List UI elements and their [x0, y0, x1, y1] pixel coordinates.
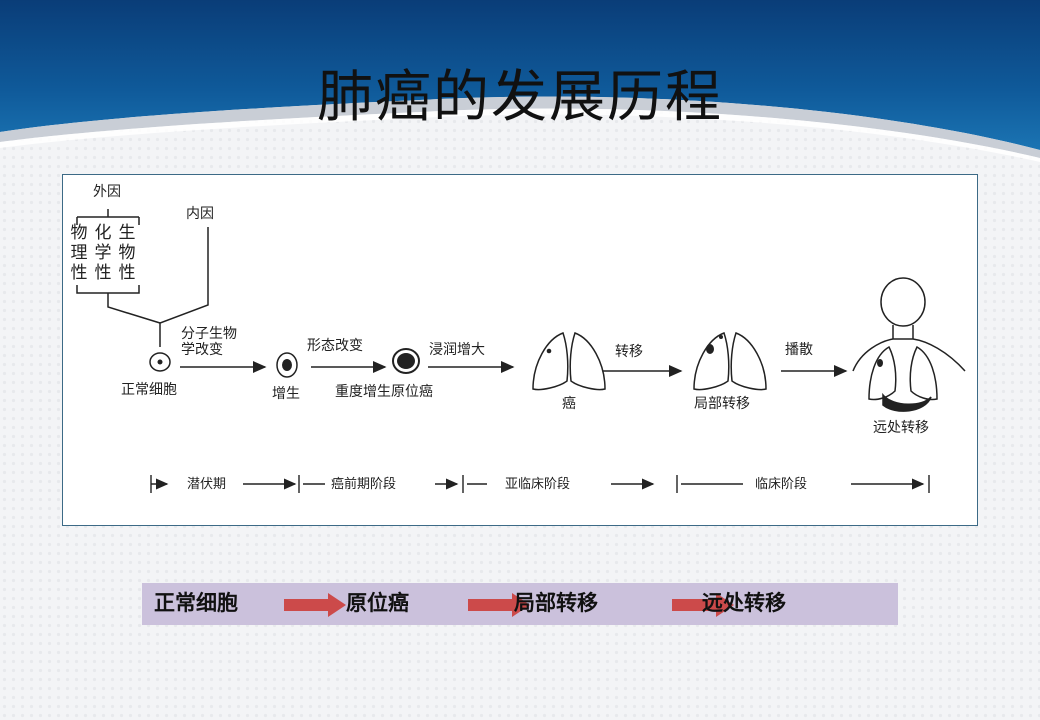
phase-subclinical: 亚临床阶段 [505, 477, 571, 492]
normal-cell-icon [149, 352, 171, 372]
label-molecular-change-1: 分子生物 [181, 326, 237, 342]
label-cancer: 癌 [562, 396, 576, 412]
label-metastasis: 转移 [615, 344, 643, 360]
torso-distant-metastasis-icon [852, 277, 966, 412]
label-morph-change: 形态改变 [307, 338, 363, 354]
label-biological-factor: 生物性 [118, 223, 136, 283]
summary-stage-carcinoma-in-situ: 原位癌 [346, 591, 409, 615]
label-local-metastasis: 局部转移 [694, 396, 750, 412]
phase-clinical: 临床阶段 [755, 477, 808, 492]
lungs-local-metastasis-icon [693, 332, 767, 391]
label-internal-cause: 内因 [186, 206, 214, 222]
stage-summary-bar: 正常细胞 原位癌 局部转移 远处转移 [142, 583, 898, 625]
hyperplasia-cell-icon [276, 352, 298, 378]
slide-title: 肺癌的发展历程 [317, 65, 723, 130]
lungs-cancer-icon [532, 332, 606, 391]
label-physical-factor: 物理性 [70, 223, 88, 283]
summary-stage-distant-metastasis: 远处转移 [702, 591, 786, 615]
label-chemical-factor: 化学性 [94, 223, 112, 283]
carcinoma-in-situ-cell-icon [392, 348, 420, 374]
phase-latent: 潜伏期 [187, 477, 227, 492]
right-arrow-icon [672, 593, 734, 617]
label-distant-metastasis: 远处转移 [873, 420, 929, 436]
figure-drawing [76, 209, 966, 525]
label-spread: 播散 [785, 342, 813, 358]
lung-cancer-progression-figure: 外因 内因 物理性 化学性 生物性 分子生物 学改变 形态改变 浸润增大 转移 … [62, 174, 978, 526]
label-normal-cell: 正常细胞 [121, 382, 177, 398]
label-severe-hyperplasia-cis: 重度增生原位癌 [335, 384, 433, 400]
summary-stage-local-metastasis: 局部转移 [514, 591, 598, 615]
label-hyperplasia: 增生 [272, 386, 300, 402]
right-arrow-icon [468, 593, 530, 617]
phase-precancerous: 癌前期阶段 [331, 477, 397, 492]
label-external-cause: 外因 [93, 184, 121, 200]
summary-stage-normal-cell: 正常细胞 [154, 591, 238, 615]
label-invasion: 浸润增大 [429, 342, 485, 358]
header-band [0, 0, 1040, 162]
label-molecular-change-2: 学改变 [181, 342, 223, 358]
right-arrow-icon [284, 593, 346, 617]
